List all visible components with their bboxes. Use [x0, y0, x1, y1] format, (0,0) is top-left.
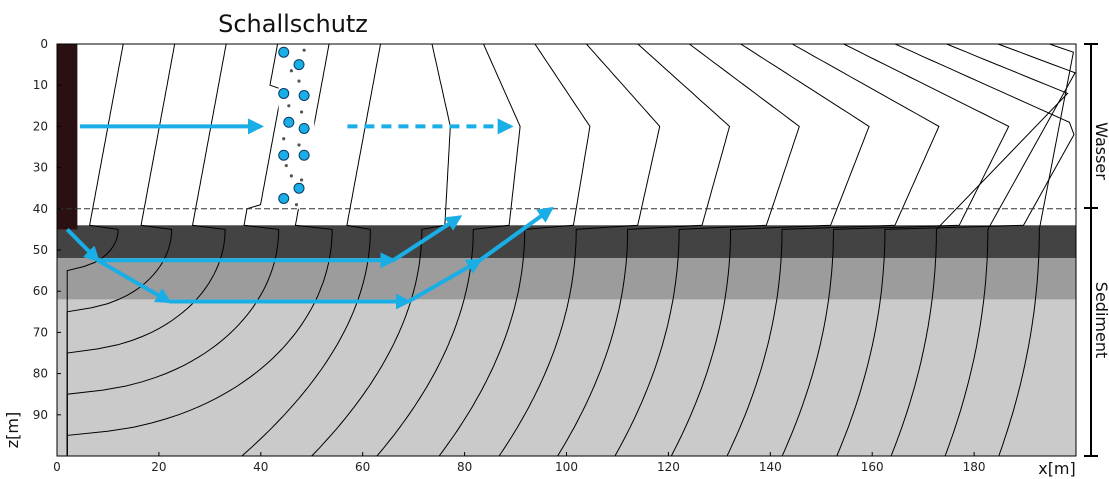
z-tick-label-2: 20 [33, 119, 48, 133]
curtain-dot-3 [287, 104, 291, 108]
region-label-water: Wasser [1092, 122, 1109, 180]
wavefront-11 [614, 43, 800, 457]
wavefront-12 [670, 43, 870, 457]
bubble-9 [278, 193, 290, 204]
arrow-solid-6 [407, 258, 483, 304]
bubble-2 [298, 90, 310, 101]
x-tick-label-3: 60 [355, 460, 370, 474]
wavefront-5 [241, 43, 381, 457]
curtain-dot-9 [299, 178, 304, 182]
bubble-5 [298, 122, 310, 134]
x-tick-label-8: 160 [861, 460, 884, 474]
region-label-sediment: Sediment [1092, 282, 1109, 358]
z-tick-label-0: 0 [40, 37, 48, 51]
curtain-dot-6 [297, 143, 301, 147]
curtain-dot-10 [294, 203, 299, 207]
wavefront-13 [726, 43, 940, 457]
x-tick-label-7: 140 [759, 460, 782, 474]
curtain-dot-5 [282, 137, 286, 141]
arrow-solid-4 [96, 258, 172, 304]
x-tick-label-1: 20 [151, 460, 166, 474]
z-tick-label-6: 60 [33, 284, 48, 298]
axes: 0 20 40 60 80 100 120 140 160 180 0 10 20 30 40 50 60 70 8… [33, 37, 986, 474]
wavefronts [66, 43, 1076, 457]
x-tick-label-2: 40 [253, 460, 268, 474]
bubble-6 [278, 149, 290, 161]
curtain-dot-1 [289, 69, 293, 73]
curtain-dot-7 [284, 163, 288, 168]
curtain-dot-0 [302, 48, 306, 52]
bubble-4 [283, 116, 295, 128]
z-tick-label-3: 30 [33, 161, 48, 175]
z-tick-label-7: 70 [33, 325, 48, 339]
x-tick-label-9: 180 [963, 460, 986, 474]
wavefront-3 [66, 43, 283, 456]
wavefront-17 [944, 43, 1076, 457]
x-tick-label-0: 0 [53, 460, 61, 474]
sound-path-arrows [65, 118, 554, 310]
z-tick-label-4: 40 [33, 202, 48, 216]
bubble-1 [293, 59, 305, 71]
wavefront-6 [311, 43, 451, 457]
wavefront-4 [66, 43, 333, 456]
x-tick-label-5: 100 [555, 460, 578, 474]
pile-rect [57, 44, 78, 230]
pile [57, 44, 78, 230]
layer-0 [57, 225, 1076, 259]
arrow-solid-7 [478, 206, 554, 262]
region-brackets [1084, 43, 1098, 457]
x-tick-label-4: 80 [457, 460, 472, 474]
sediment-layers [57, 225, 1076, 456]
z-tick-label-5: 50 [33, 243, 48, 257]
bubble-curtain [278, 44, 315, 209]
layer-1 [57, 258, 1076, 300]
arrow-solid-3 [392, 215, 463, 262]
wavefront-2 [66, 43, 227, 456]
z-tick-label-9: 90 [33, 408, 48, 422]
bubble-0 [278, 46, 290, 58]
curtain-dot-8 [289, 174, 293, 178]
wavefront-15 [836, 43, 1075, 457]
wavefront-16 [890, 43, 1069, 457]
wavefront-9 [498, 43, 661, 457]
z-tick-label-1: 10 [33, 78, 48, 92]
bubble-7 [298, 149, 310, 161]
wavefront-14 [781, 43, 1010, 457]
wavefront-7 [376, 43, 521, 457]
wavefront-8 [438, 43, 591, 457]
bubble-8 [293, 182, 305, 194]
arrow-solid-1 [65, 227, 101, 263]
wavefront-10 [557, 43, 731, 457]
curtain-dot-4 [299, 110, 304, 114]
z-tick-label-8: 80 [33, 367, 48, 381]
figure-title: Schallschutz [218, 10, 368, 38]
bubble-3 [278, 87, 290, 99]
layer-2 [57, 299, 1076, 456]
curtain-dot-2 [297, 79, 301, 83]
wavefront-18 [998, 43, 1074, 457]
x-tick-label-6: 120 [657, 460, 680, 474]
x-axis-title: x[m] [1038, 459, 1076, 478]
z-axis-title: z[m] [3, 412, 22, 448]
